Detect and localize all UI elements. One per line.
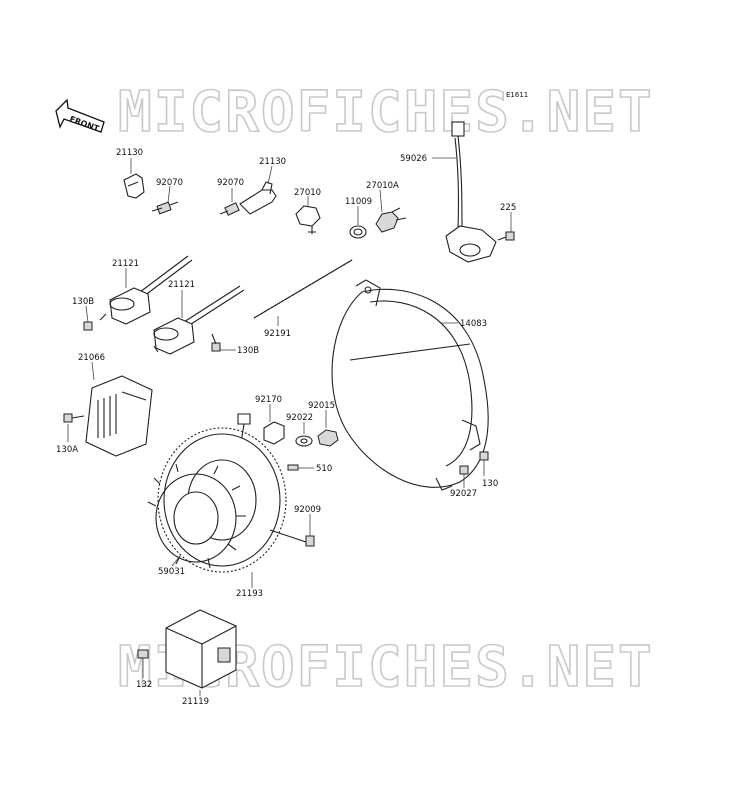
bolt-130[interactable] xyxy=(479,451,489,461)
sensor-59026[interactable] xyxy=(445,121,497,263)
label-92191[interactable]: 92191 xyxy=(264,329,291,339)
label-510[interactable]: 510 xyxy=(316,464,332,474)
label-27010[interactable]: 27010 xyxy=(294,188,321,198)
label-14083[interactable]: 14083 xyxy=(460,319,487,329)
bolt-92009[interactable] xyxy=(269,529,315,547)
spark-plug-cap-right[interactable] xyxy=(239,181,277,215)
gasket-11009[interactable] xyxy=(349,225,367,239)
label-92070-left[interactable]: 92070 xyxy=(156,178,183,188)
label-92070-right[interactable]: 92070 xyxy=(217,178,244,188)
washer-92022[interactable] xyxy=(295,435,313,447)
key-510[interactable] xyxy=(287,464,299,471)
label-92170[interactable]: 92170 xyxy=(255,395,282,405)
label-92022[interactable]: 92022 xyxy=(286,413,313,423)
spacer-92027[interactable] xyxy=(459,465,469,475)
label-21130-right[interactable]: 21130 xyxy=(259,157,286,167)
regulator-21066[interactable] xyxy=(85,375,153,457)
label-27010a[interactable]: 27010A xyxy=(366,181,399,191)
label-92015[interactable]: 92015 xyxy=(308,401,335,411)
label-130a[interactable]: 130A xyxy=(56,445,78,455)
label-21119[interactable]: 21119 xyxy=(182,697,209,707)
spark-plug-right[interactable] xyxy=(219,202,240,216)
bolt-130a[interactable] xyxy=(63,413,85,423)
bolt-130b-right[interactable] xyxy=(211,333,221,352)
label-59031[interactable]: 59031 xyxy=(158,567,185,577)
screw-225[interactable] xyxy=(497,231,515,241)
bolt-132[interactable] xyxy=(137,649,149,659)
label-21193[interactable]: 21193 xyxy=(236,589,263,599)
label-92009[interactable]: 92009 xyxy=(294,505,321,515)
diagram-code: E1611 xyxy=(506,91,528,99)
label-130[interactable]: 130 xyxy=(482,479,498,489)
spark-plug-left[interactable] xyxy=(151,201,179,215)
stator-59031[interactable] xyxy=(147,463,246,569)
label-130b-right[interactable]: 130B xyxy=(237,346,259,356)
label-130b-left[interactable]: 130B xyxy=(72,297,94,307)
label-92027[interactable]: 92027 xyxy=(450,489,477,499)
spark-plug-cap-left[interactable] xyxy=(123,173,145,199)
sensor-27010a[interactable] xyxy=(375,207,407,233)
label-21121-right[interactable]: 21121 xyxy=(168,280,195,290)
switch-27010[interactable] xyxy=(295,205,321,234)
bolt-130b-left[interactable] xyxy=(83,321,93,331)
nut-92015[interactable] xyxy=(317,429,339,447)
ignition-coil-right[interactable] xyxy=(153,285,245,355)
ignition-coil-left[interactable] xyxy=(99,255,193,325)
flywheel-21193[interactable] xyxy=(157,427,287,573)
front-arrow-icon: FRONT xyxy=(55,98,105,134)
spring-92191[interactable] xyxy=(253,259,353,319)
label-59026[interactable]: 59026 xyxy=(400,154,427,164)
label-11009[interactable]: 11009 xyxy=(345,197,372,207)
watermark-top: MICROFICHES.NET xyxy=(118,80,654,145)
cover-14083[interactable] xyxy=(331,279,489,491)
label-21130-left[interactable]: 21130 xyxy=(116,148,143,158)
label-132[interactable]: 132 xyxy=(136,680,152,690)
label-21121-left[interactable]: 21121 xyxy=(112,259,139,269)
label-21066[interactable]: 21066 xyxy=(78,353,105,363)
cdi-unit-21119[interactable] xyxy=(165,609,237,689)
label-225[interactable]: 225 xyxy=(500,203,516,213)
